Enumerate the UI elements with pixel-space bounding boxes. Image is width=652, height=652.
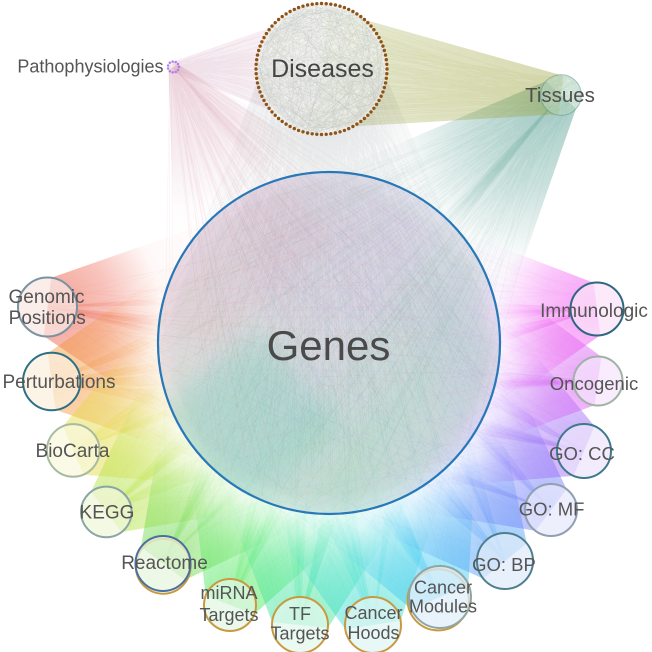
svg-text:Hoods: Hoods xyxy=(347,623,399,643)
svg-text:GO: BP: GO: BP xyxy=(472,554,536,575)
svg-text:KEGG: KEGG xyxy=(80,503,135,524)
svg-text:Positions: Positions xyxy=(9,308,86,329)
svg-text:GO: MF: GO: MF xyxy=(519,498,585,519)
svg-text:Genomic: Genomic xyxy=(8,287,84,308)
svg-text:Oncogenic: Oncogenic xyxy=(550,373,638,394)
svg-text:GO: CC: GO: CC xyxy=(549,443,615,464)
svg-text:Modules: Modules xyxy=(409,597,477,617)
svg-text:Cancer: Cancer xyxy=(414,578,472,598)
svg-text:Targets: Targets xyxy=(270,624,329,644)
svg-text:Targets: Targets xyxy=(199,605,258,625)
svg-text:Immunologic: Immunologic xyxy=(540,301,648,322)
svg-text:Diseases: Diseases xyxy=(271,55,374,83)
svg-text:Perturbations: Perturbations xyxy=(2,372,115,393)
svg-text:Cancer: Cancer xyxy=(344,603,402,623)
svg-text:miRNA: miRNA xyxy=(201,583,258,603)
svg-text:BioCarta: BioCarta xyxy=(36,441,110,462)
svg-text:Pathophysiologies: Pathophysiologies xyxy=(17,57,163,77)
svg-text:Tissues: Tissues xyxy=(525,84,595,107)
svg-text:Genes: Genes xyxy=(267,322,391,369)
svg-text:Reactome: Reactome xyxy=(121,553,208,574)
svg-text:TF: TF xyxy=(289,604,311,624)
